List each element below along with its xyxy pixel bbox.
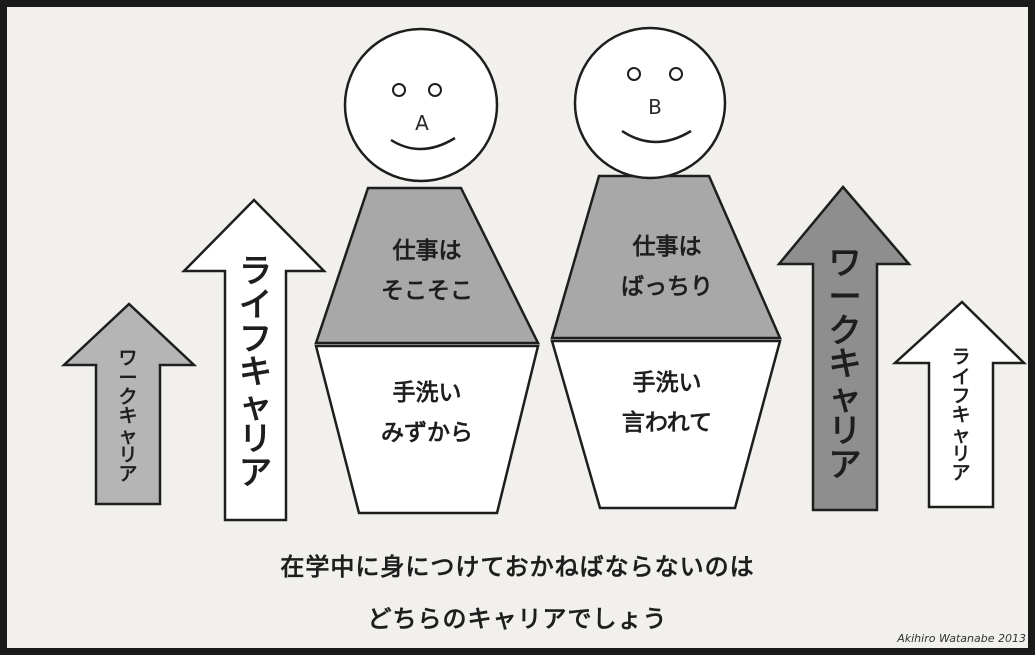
person-a-lower-body — [314, 344, 540, 515]
person-b-lower-line-2: 言われて — [621, 410, 713, 437]
arrow-char: キ — [951, 404, 971, 427]
person-b-lower-body — [550, 339, 782, 510]
caption-line-2: どちらのキャリアでしょう — [367, 605, 668, 633]
person-b-letter: B — [648, 95, 662, 119]
arrow-char: ワ — [828, 243, 862, 283]
arrow-char: ア — [118, 463, 138, 486]
arrow-char: リ — [239, 419, 272, 459]
arrow-char: フ — [239, 318, 272, 358]
person-a-upper-body — [314, 186, 541, 345]
person-b-upper-line-1: 仕事は — [632, 234, 702, 260]
arrow-char: ー — [828, 276, 862, 316]
person-a-upper-line-2: そこそこ — [381, 278, 473, 305]
left-small-arrow-label: ワークキャリア — [96, 337, 160, 497]
person-a-head — [343, 27, 499, 183]
person-a-lower-line-1: 手洗い — [392, 380, 462, 406]
person-a-smile — [390, 136, 456, 151]
person-b-smile — [621, 129, 692, 144]
arrow-char: キ — [118, 405, 138, 428]
left-large-arrow-label: ライフキャリア — [225, 237, 286, 507]
right-small-arrow-label: ライフキャリア — [929, 333, 993, 499]
arrow-char: ー — [118, 366, 138, 389]
arrow-char: キ — [828, 344, 862, 384]
arrow-char: リ — [951, 443, 971, 466]
diagram-canvas — [60, 26, 1028, 522]
arrow-char: リ — [828, 411, 862, 451]
arrow-char: ラ — [951, 346, 971, 369]
arrow-char: ワ — [118, 347, 138, 370]
arrow-char: ア — [828, 445, 862, 485]
arrow-char: リ — [118, 444, 138, 467]
arrow-char: フ — [951, 384, 971, 407]
person-a-upper-line-1: 仕事は — [392, 238, 462, 264]
person-a-letter: A — [415, 111, 429, 135]
right-large-arrow-label: ワークキャリア — [813, 229, 877, 499]
right-small-arrow — [891, 300, 1028, 509]
person-b-upper-body — [550, 174, 782, 340]
left-large-arrow — [181, 198, 327, 522]
arrow-char: ャ — [239, 385, 272, 425]
arrow-char: ア — [239, 453, 272, 493]
person-b-upper-line-2: ばっちり — [621, 274, 713, 301]
arrow-char: イ — [239, 284, 272, 324]
person-b-lower-line-1: 手洗い — [632, 370, 702, 396]
person-a-right-eye — [428, 83, 442, 97]
arrow-char: ク — [828, 310, 862, 350]
right-large-arrow — [776, 185, 912, 512]
person-a-left-eye — [392, 83, 406, 97]
diagram-page: ワークキャリア ライフキャリア ワークキャリア ライフキャリア A B 仕事は … — [7, 7, 1028, 648]
person-b-left-eye — [627, 67, 641, 81]
arrow-char: ャ — [828, 377, 862, 417]
person-a-lower-line-2: みずから — [381, 420, 473, 447]
left-small-arrow — [60, 302, 198, 506]
arrow-char: ク — [118, 385, 138, 408]
caption-line-1: 在学中に身につけておかねばならないのは — [280, 553, 755, 581]
credit-text: Akihiro Watanabe 2013 — [897, 632, 1026, 645]
arrow-char: ラ — [239, 251, 272, 291]
person-b-upper-text: 仕事は ばっちり — [592, 227, 742, 308]
arrow-char: イ — [951, 365, 971, 388]
arrow-char: ャ — [118, 424, 138, 447]
person-b-head — [573, 26, 727, 180]
arrow-char: キ — [239, 352, 272, 392]
arrow-char: ャ — [951, 423, 971, 446]
arrow-char: ア — [951, 462, 971, 485]
person-b-right-eye — [669, 67, 683, 81]
person-a-upper-text: 仕事は そこそこ — [352, 231, 502, 312]
person-a-lower-text: 手洗い みずから — [352, 373, 502, 454]
person-b-lower-text: 手洗い 言われて — [592, 363, 742, 444]
